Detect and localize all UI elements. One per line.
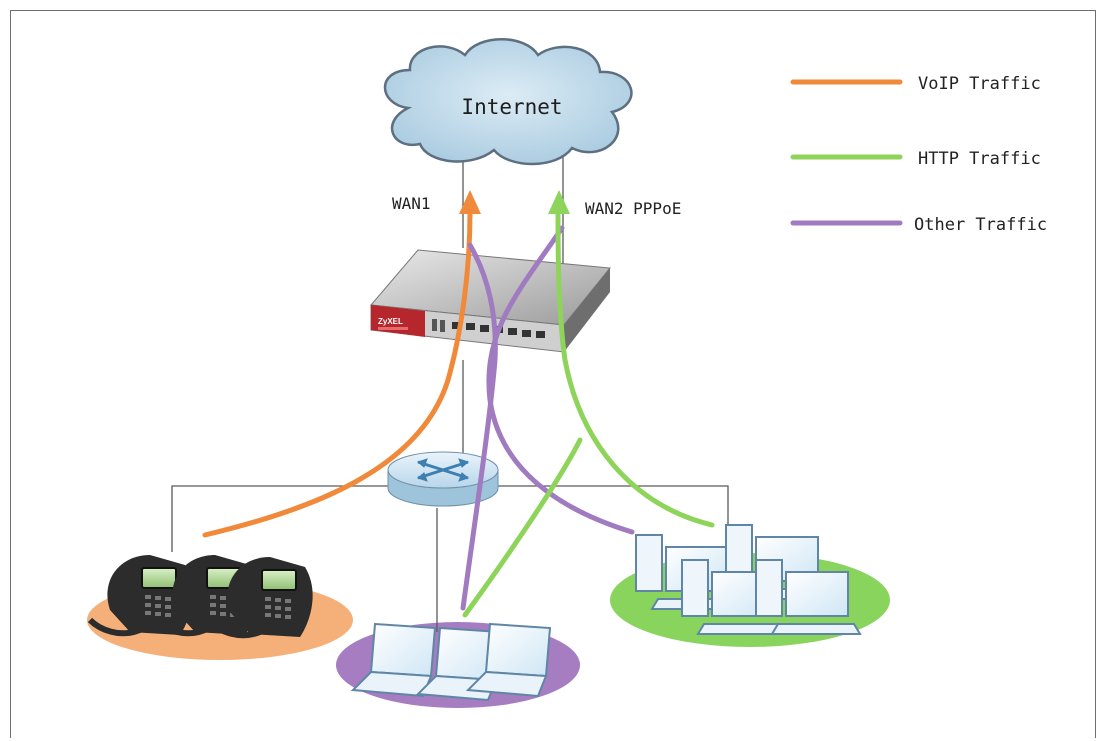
http-traffic-path-pcs [555,207,715,528]
legend-label-voip: VoIP Traffic [918,74,1041,94]
wan1-arrowhead [459,190,481,214]
http-traffic-path-laptops [462,437,583,618]
laptops-group [350,622,552,702]
legend: VoIP Traffic HTTP Traffic Other Traffic [790,74,1047,235]
desktop-pcs-group [635,524,862,635]
voip-traffic-path [202,209,473,538]
wan1-label: WAN1 [392,194,431,213]
traffic-flows [202,207,715,618]
wan2-arrowhead [548,190,570,214]
network-switch-icon [387,451,499,507]
other-traffic-path-laptops [460,242,498,611]
legend-item-http: HTTP Traffic [790,149,1041,169]
ip-phone-icon [87,555,193,637]
wan2-label: WAN2 PPPoE [585,199,681,218]
legend-item-other: Other Traffic [790,215,1047,235]
laptop-icon [465,622,552,698]
internet-label: Internet [461,95,562,119]
internet-cloud-icon: Internet [383,38,633,166]
desktop-pc-icon [755,559,862,635]
legend-label-other: Other Traffic [914,215,1047,235]
other-traffic-path-pcs [486,225,635,535]
legend-item-voip: VoIP Traffic [790,74,1041,94]
device-brand-label: ZyXEL [378,317,403,326]
diagram-frame [10,10,1096,738]
ip-phones-group [87,555,313,639]
ip-phone-icon [207,557,313,639]
firewall-device-icon: ZyXEL [370,249,611,353]
laptop-icon [350,622,437,698]
legend-label-http: HTTP Traffic [918,149,1041,169]
